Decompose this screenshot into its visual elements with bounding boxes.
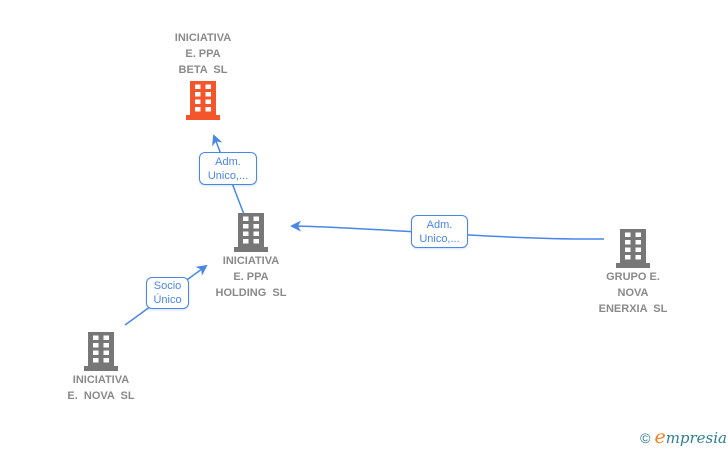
copyright-icon: © (640, 430, 651, 446)
company-node-nova[interactable]: INICIATIVA E. NOVA SL (21, 332, 181, 404)
company-node-beta[interactable]: INICIATIVA E. PPA BETA SL (123, 30, 283, 120)
building-icon (84, 332, 118, 371)
company-name: INICIATIVA E. PPA HOLDING SL (215, 255, 287, 299)
building-icon (186, 81, 220, 120)
building-icon (616, 229, 650, 268)
empresia-logo[interactable]: © empresia (640, 426, 727, 448)
edge-label-adm-unico-beta[interactable]: Adm. Unico,... (199, 152, 257, 185)
company-node-holding[interactable]: INICIATIVA E. PPA HOLDING SL (171, 213, 331, 301)
company-name: INICIATIVA E. NOVA SL (67, 374, 135, 402)
company-name: INICIATIVA E. PPA BETA SL (174, 32, 232, 76)
edge-label-adm-unico-holding[interactable]: Adm. Unico,... (411, 215, 468, 248)
company-name: GRUPO E. NOVA ENERXIA SL (598, 271, 668, 315)
company-node-enerxia[interactable]: GRUPO E. NOVA ENERXIA SL (553, 229, 713, 317)
brand-text: empresia (654, 426, 727, 448)
building-icon (234, 213, 268, 252)
edge-label-socio-unico[interactable]: Socio Único (146, 277, 189, 309)
